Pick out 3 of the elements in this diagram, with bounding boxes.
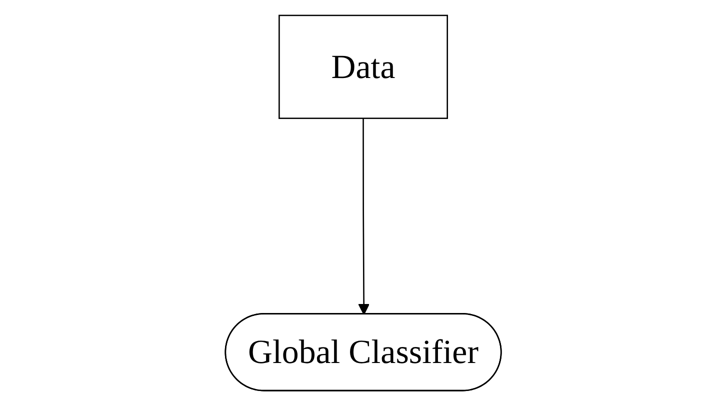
flowchart: Data Global Classifier bbox=[214, 5, 512, 401]
node-box bbox=[278, 14, 448, 119]
arrow bbox=[358, 118, 370, 315]
